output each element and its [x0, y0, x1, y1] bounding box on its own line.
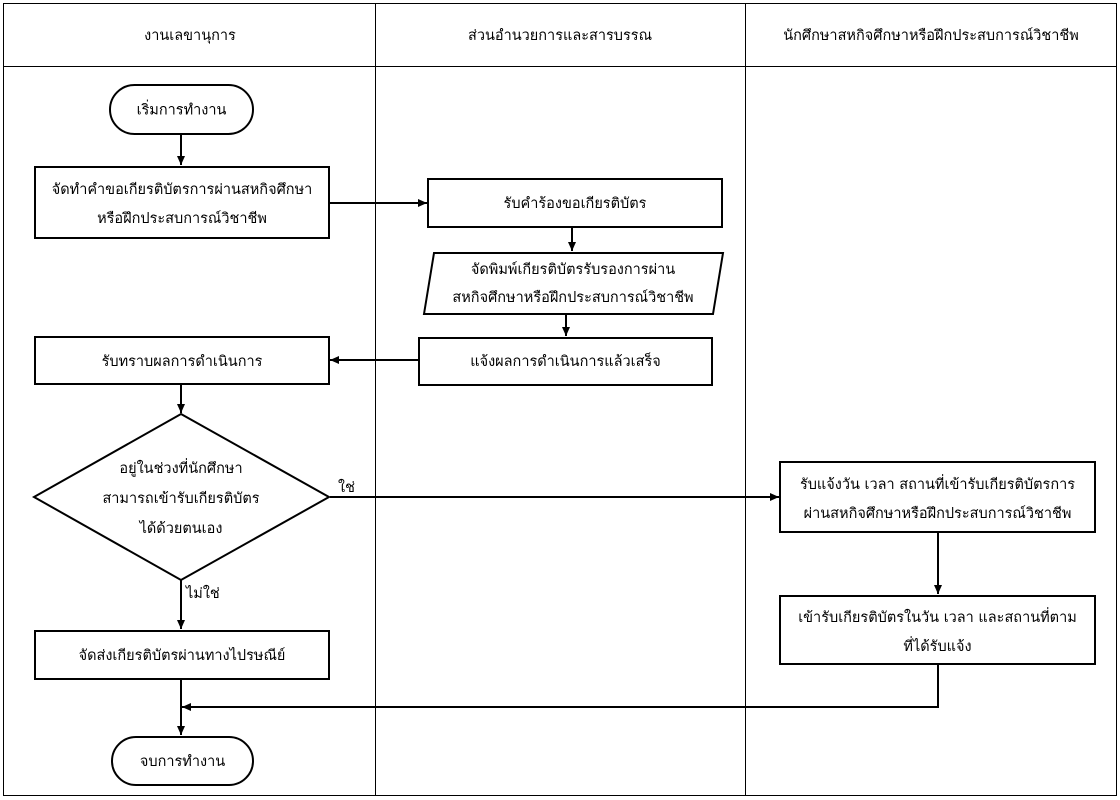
decision-line-3: ได้ด้วยตนเอง	[139, 519, 223, 537]
prepare-request-node: จัดทำคำขอเกียรติบัตรการผ่านสหกิจศึกษา หร…	[34, 166, 330, 239]
edge-label-yes: ใช่	[338, 478, 355, 496]
connectors	[177, 134, 942, 735]
acknowledge-label: รับทราบผลการดำเนินการ	[102, 354, 263, 370]
edge-attend-to-merge	[182, 664, 939, 711]
decision-node: อยู่ในช่วงที่นักศึกษา สามารถเข้ารับเกียร…	[31, 412, 332, 582]
start-node: เริ่มการทำงาน	[109, 84, 254, 135]
lane-header-secretary: งานเลขานุการ	[144, 28, 236, 44]
print-certificate-node: จัดพิมพ์เกียรติบัตรรับรองการผ่าน สหกิจศึ…	[422, 252, 725, 315]
prepare-request-line-1: จัดทำคำขอเกียรติบัตรการผ่านสหกิจศึกษา	[52, 181, 313, 198]
decision-line-2: สามารถเข้ารับเกียรติบัตร	[102, 490, 259, 507]
acknowledge-node: รับทราบผลการดำเนินการ	[34, 336, 330, 385]
end-node-label: จบการทำงาน	[140, 754, 225, 770]
mail-node: จัดส่งเกียรติบัตรผ่านทางไปรษณีย์	[34, 630, 330, 680]
notify-done-label: แจ้งผลการดำเนินการแล้วเสร็จ	[470, 351, 661, 370]
notify-schedule-line-2: ผ่านสหกิจศึกษาหรือฝึกประสบการณ์วิชาชีพ	[804, 505, 1072, 522]
mail-label: จัดส่งเกียรติบัตรผ่านทางไปรษณีย์	[79, 646, 286, 664]
attend-line-2: ที่ได้รับแจ้ง	[903, 636, 971, 655]
print-certificate-line-2: สหกิจศึกษาหรือฝึกประสบการณ์วิชาชีพ	[452, 289, 693, 306]
notify-schedule-node: รับแจ้งวัน เวลา สถานที่เข้ารับเกียรติบัต…	[779, 461, 1096, 533]
receive-request-label: รับคำร้องขอเกียรติบัตร	[504, 195, 647, 212]
receive-request-node: รับคำร้องขอเกียรติบัตร	[427, 178, 723, 228]
edge-label-no: ไม่ใช่	[185, 584, 220, 602]
swimlane-grid	[3, 3, 1117, 796]
print-certificate-line-1: จัดพิมพ์เกียรติบัตรรับรองการผ่าน	[471, 261, 675, 278]
lane-header-admin: ส่วนอำนวยการและสารบรรณ	[468, 28, 652, 44]
attend-line-1: เข้ารับเกียรติบัตรในวัน เวลา และสถานที่ต…	[798, 607, 1077, 626]
notify-schedule-line-1: รับแจ้งวัน เวลา สถานที่เข้ารับเกียรติบัต…	[800, 474, 1075, 493]
notify-done-node: แจ้งผลการดำเนินการแล้วเสร็จ	[418, 337, 713, 386]
prepare-request-line-2: หรือฝึกประสบการณ์วิชาชีพ	[97, 210, 267, 227]
decision-line-1: อยู่ในช่วงที่นักศึกษา	[119, 458, 242, 477]
start-node-label: เริ่มการทำงาน	[137, 100, 227, 119]
lane-header-student: นักศึกษาสหกิจศึกษาหรือฝึกประสบการณ์วิชาช…	[783, 27, 1079, 44]
attend-node: เข้ารับเกียรติบัตรในวัน เวลา และสถานที่ต…	[779, 595, 1096, 665]
end-node: จบการทำงาน	[111, 736, 254, 786]
